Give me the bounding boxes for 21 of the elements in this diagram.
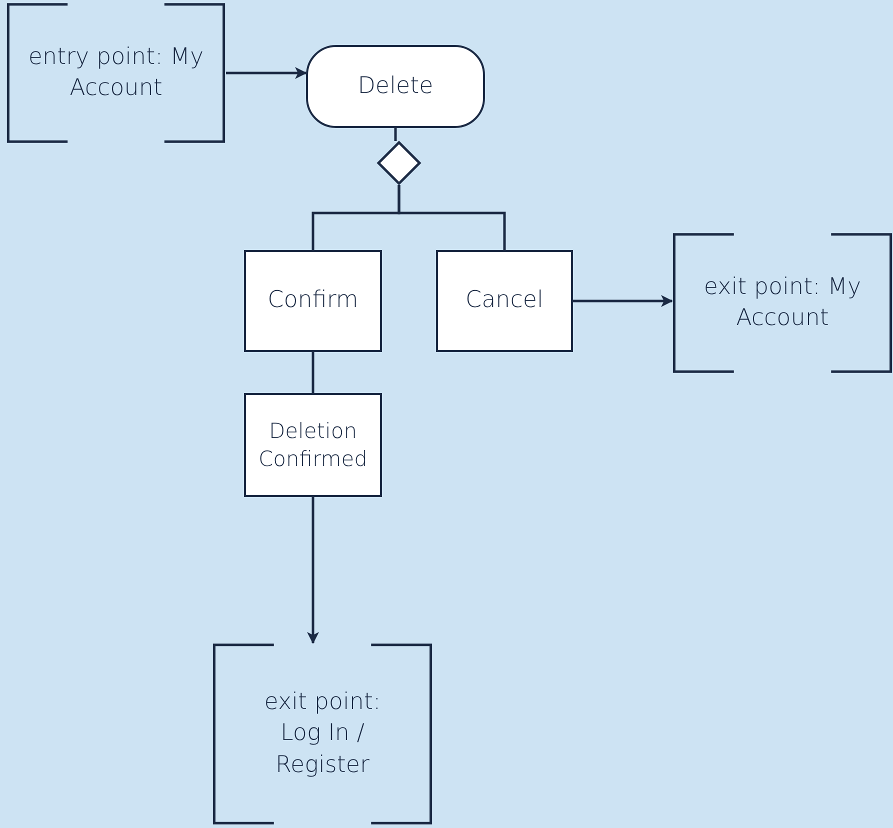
node-label: Cancel	[466, 286, 544, 316]
node-label: entry point: My Account	[27, 42, 205, 103]
arrow	[307, 497, 319, 644]
arrow	[573, 295, 673, 307]
process-box	[244, 393, 382, 497]
process-box	[436, 250, 573, 352]
process-box	[244, 250, 382, 352]
decision-diamond	[377, 141, 421, 185]
node-label: Deletion Confirmed	[257, 418, 369, 473]
connector-line	[398, 185, 506, 250]
entry-point-frame	[6, 3, 226, 143]
start-terminal	[306, 45, 485, 128]
connector-line	[394, 128, 397, 141]
exit-point-frame	[672, 233, 893, 373]
connector-line	[312, 352, 314, 393]
node-label: exit point: Log In / Register	[263, 688, 382, 780]
arrow	[226, 67, 307, 79]
node-label: Confirm	[268, 286, 358, 316]
node-label: Delete	[358, 72, 434, 101]
exit-point-frame	[212, 643, 433, 825]
node-label: exit point: My Account	[702, 272, 862, 333]
